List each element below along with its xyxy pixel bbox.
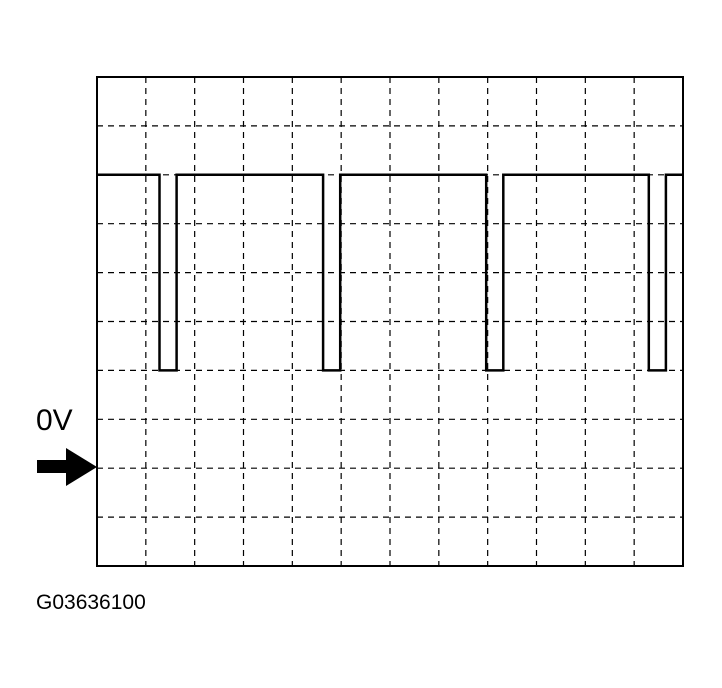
zero-volt-arrow-icon [37, 448, 97, 486]
screen-frame [96, 76, 684, 567]
grid-lines [97, 77, 683, 566]
zero-volt-label: 0V [36, 404, 73, 437]
signal-trace [97, 173, 683, 372]
figure-code: G03636100 [36, 591, 146, 614]
